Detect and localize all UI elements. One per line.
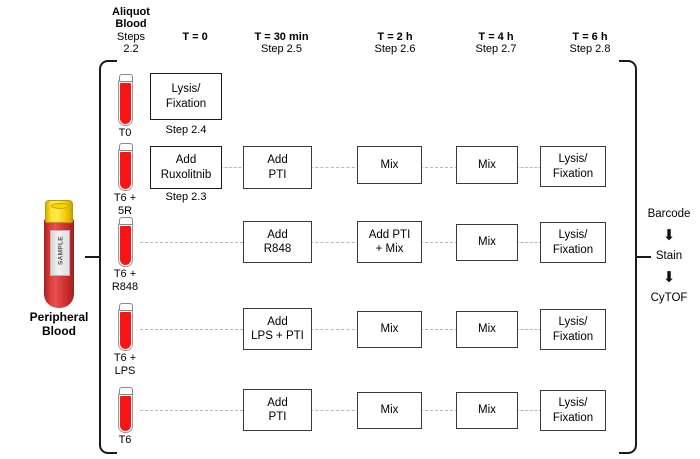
- step-caption-2-3: Step 2.3: [165, 191, 207, 203]
- tube-t6-r848-fill: [120, 226, 131, 265]
- tube-t6-r848-body: [118, 223, 133, 267]
- left-bracket-nub: [85, 256, 100, 258]
- box-r4-add-lps-pti[interactable]: Add LPS + PTI: [243, 308, 312, 350]
- box-r2-mix-t2h[interactable]: Mix: [357, 146, 422, 184]
- connector-r5-t4h-t6h: [516, 410, 542, 411]
- downstream-arrow-2-icon: ⬇: [662, 269, 676, 286]
- connector-r5-t2h-t4h: [420, 410, 458, 411]
- box-r5-mix-t2h[interactable]: Mix: [357, 392, 422, 429]
- connector-r4-tube-t30: [140, 329, 243, 330]
- tube-t6-lps-fill: [120, 312, 131, 349]
- connector-r3-t2h-t4h: [420, 242, 458, 243]
- tube-t6-5r-fill: [120, 152, 131, 189]
- box-r5-mix-t4h[interactable]: Mix: [456, 392, 518, 429]
- connector-r3-tube-t30: [140, 242, 243, 243]
- box-r4-mix-t4h[interactable]: Mix: [456, 311, 518, 348]
- downstream-step-stain: Stain: [655, 250, 683, 262]
- connector-r3-t4h-t6h: [516, 242, 542, 243]
- connector-r4-t30-t2h: [310, 329, 360, 330]
- left-bracket: [99, 60, 117, 454]
- tube-t6-5r-body: [118, 149, 133, 191]
- connector-r4-t4h-t6h: [516, 329, 542, 330]
- box-r5-lysis-fixation[interactable]: Lysis/ Fixation: [540, 390, 606, 431]
- box-r2-add-ruxolitnib[interactable]: Add Ruxolitnib: [150, 146, 222, 189]
- connector-r5-t30-t2h: [310, 410, 360, 411]
- peripheral-blood-tube-cap: [45, 200, 73, 223]
- box-r4-lysis-fixation[interactable]: Lysis/ Fixation: [540, 309, 606, 350]
- tube-label-t6: T6: [118, 434, 132, 446]
- tube-t6-lps-body: [118, 309, 133, 351]
- box-r4-mix-t2h[interactable]: Mix: [357, 311, 422, 348]
- peripheral-blood-tube-icon: SAMPLE: [44, 200, 74, 308]
- downstream-step-barcode: Barcode: [647, 208, 691, 220]
- column-header-t4h-title: T = 4 h: [478, 31, 514, 43]
- connector-r2-t4h-t6h: [516, 167, 542, 168]
- peripheral-blood-caption: Peripheral Blood: [29, 310, 89, 339]
- tube-t6-r848-cap: [118, 217, 133, 225]
- tube-t6-cap: [118, 387, 133, 395]
- column-header-t2h: T = 2 h Step 2.6: [350, 31, 440, 56]
- tube-t6-5r: [118, 143, 133, 191]
- peripheral-blood-tube-label-text: SAMPLE: [57, 236, 65, 265]
- tube-label-t0: T0: [118, 127, 132, 139]
- connector-r3-t30-t2h: [310, 242, 360, 243]
- downstream-step-cytof: CyTOF: [650, 292, 688, 304]
- tube-t6-lps: [118, 303, 133, 351]
- tube-label-t6-5r: T6 + 5R: [113, 192, 137, 217]
- tube-t6-5r-cap: [118, 143, 133, 151]
- column-header-t2h-title: T = 2 h: [377, 31, 413, 43]
- box-r2-lysis-fixation[interactable]: Lysis/ Fixation: [540, 146, 606, 187]
- downstream-arrow-1-icon: ⬇: [662, 227, 676, 244]
- column-header-aliquot-title: Aliquot Blood: [112, 6, 150, 31]
- box-r3-mix-t4h[interactable]: Mix: [456, 224, 518, 261]
- connector-r2-t2h-t4h: [420, 167, 458, 168]
- peripheral-blood-tube-label-plate: SAMPLE: [50, 230, 70, 276]
- tube-t0: [118, 74, 133, 126]
- connector-r4-t2h-t4h: [420, 329, 458, 330]
- column-header-t30: T = 30 min Step 2.5: [234, 31, 329, 56]
- column-header-t2h-sub: Step 2.6: [374, 43, 416, 56]
- box-r2-mix-t4h[interactable]: Mix: [456, 146, 518, 184]
- connector-r5-tube-t30: [140, 410, 243, 411]
- column-header-t30-sub: Step 2.5: [261, 43, 302, 56]
- column-header-t6h-sub: Step 2.8: [569, 43, 611, 56]
- column-header-t0: T = 0: [155, 31, 235, 43]
- tube-t0-body: [118, 80, 133, 126]
- box-r3-add-r848[interactable]: Add R848: [243, 221, 312, 263]
- column-header-t4h-sub: Step 2.7: [475, 43, 517, 56]
- column-header-t4h: T = 4 h Step 2.7: [451, 31, 541, 56]
- tube-t6-fill: [120, 396, 131, 431]
- tube-t0-cap: [118, 74, 133, 82]
- column-header-t30-title: T = 30 min: [254, 31, 309, 43]
- tube-t6-body: [118, 393, 133, 433]
- column-header-aliquot: Aliquot Blood Steps 2.2: [96, 6, 166, 55]
- step-caption-2-4: Step 2.4: [165, 124, 207, 136]
- box-r3-add-pti-mix[interactable]: Add PTI + Mix: [357, 221, 422, 263]
- column-header-t6h-title: T = 6 h: [572, 31, 608, 43]
- connector-r2-t0-t30: [220, 167, 246, 168]
- box-r3-lysis-fixation[interactable]: Lysis/ Fixation: [540, 222, 606, 263]
- tube-label-t6-r848: T6 + R848: [111, 268, 139, 293]
- column-header-t6h: T = 6 h Step 2.8: [545, 31, 635, 56]
- peripheral-blood-tube-cap-top: [51, 203, 69, 209]
- box-r5-add-pti[interactable]: Add PTI: [243, 389, 312, 431]
- box-t0-lysis-fixation[interactable]: Lysis/ Fixation: [150, 73, 222, 120]
- tube-label-t6-lps: T6 + LPS: [113, 352, 137, 377]
- box-r2-add-pti[interactable]: Add PTI: [243, 146, 312, 189]
- column-header-t0-title: T = 0: [182, 31, 208, 43]
- column-header-aliquot-sub: Steps 2.2: [116, 30, 146, 55]
- tube-t6-r848: [118, 217, 133, 267]
- tube-t6: [118, 387, 133, 433]
- tube-t0-fill: [120, 83, 131, 124]
- connector-r2-t30-t2h: [310, 167, 360, 168]
- tube-t6-lps-cap: [118, 303, 133, 311]
- right-bracket-nub: [636, 256, 651, 258]
